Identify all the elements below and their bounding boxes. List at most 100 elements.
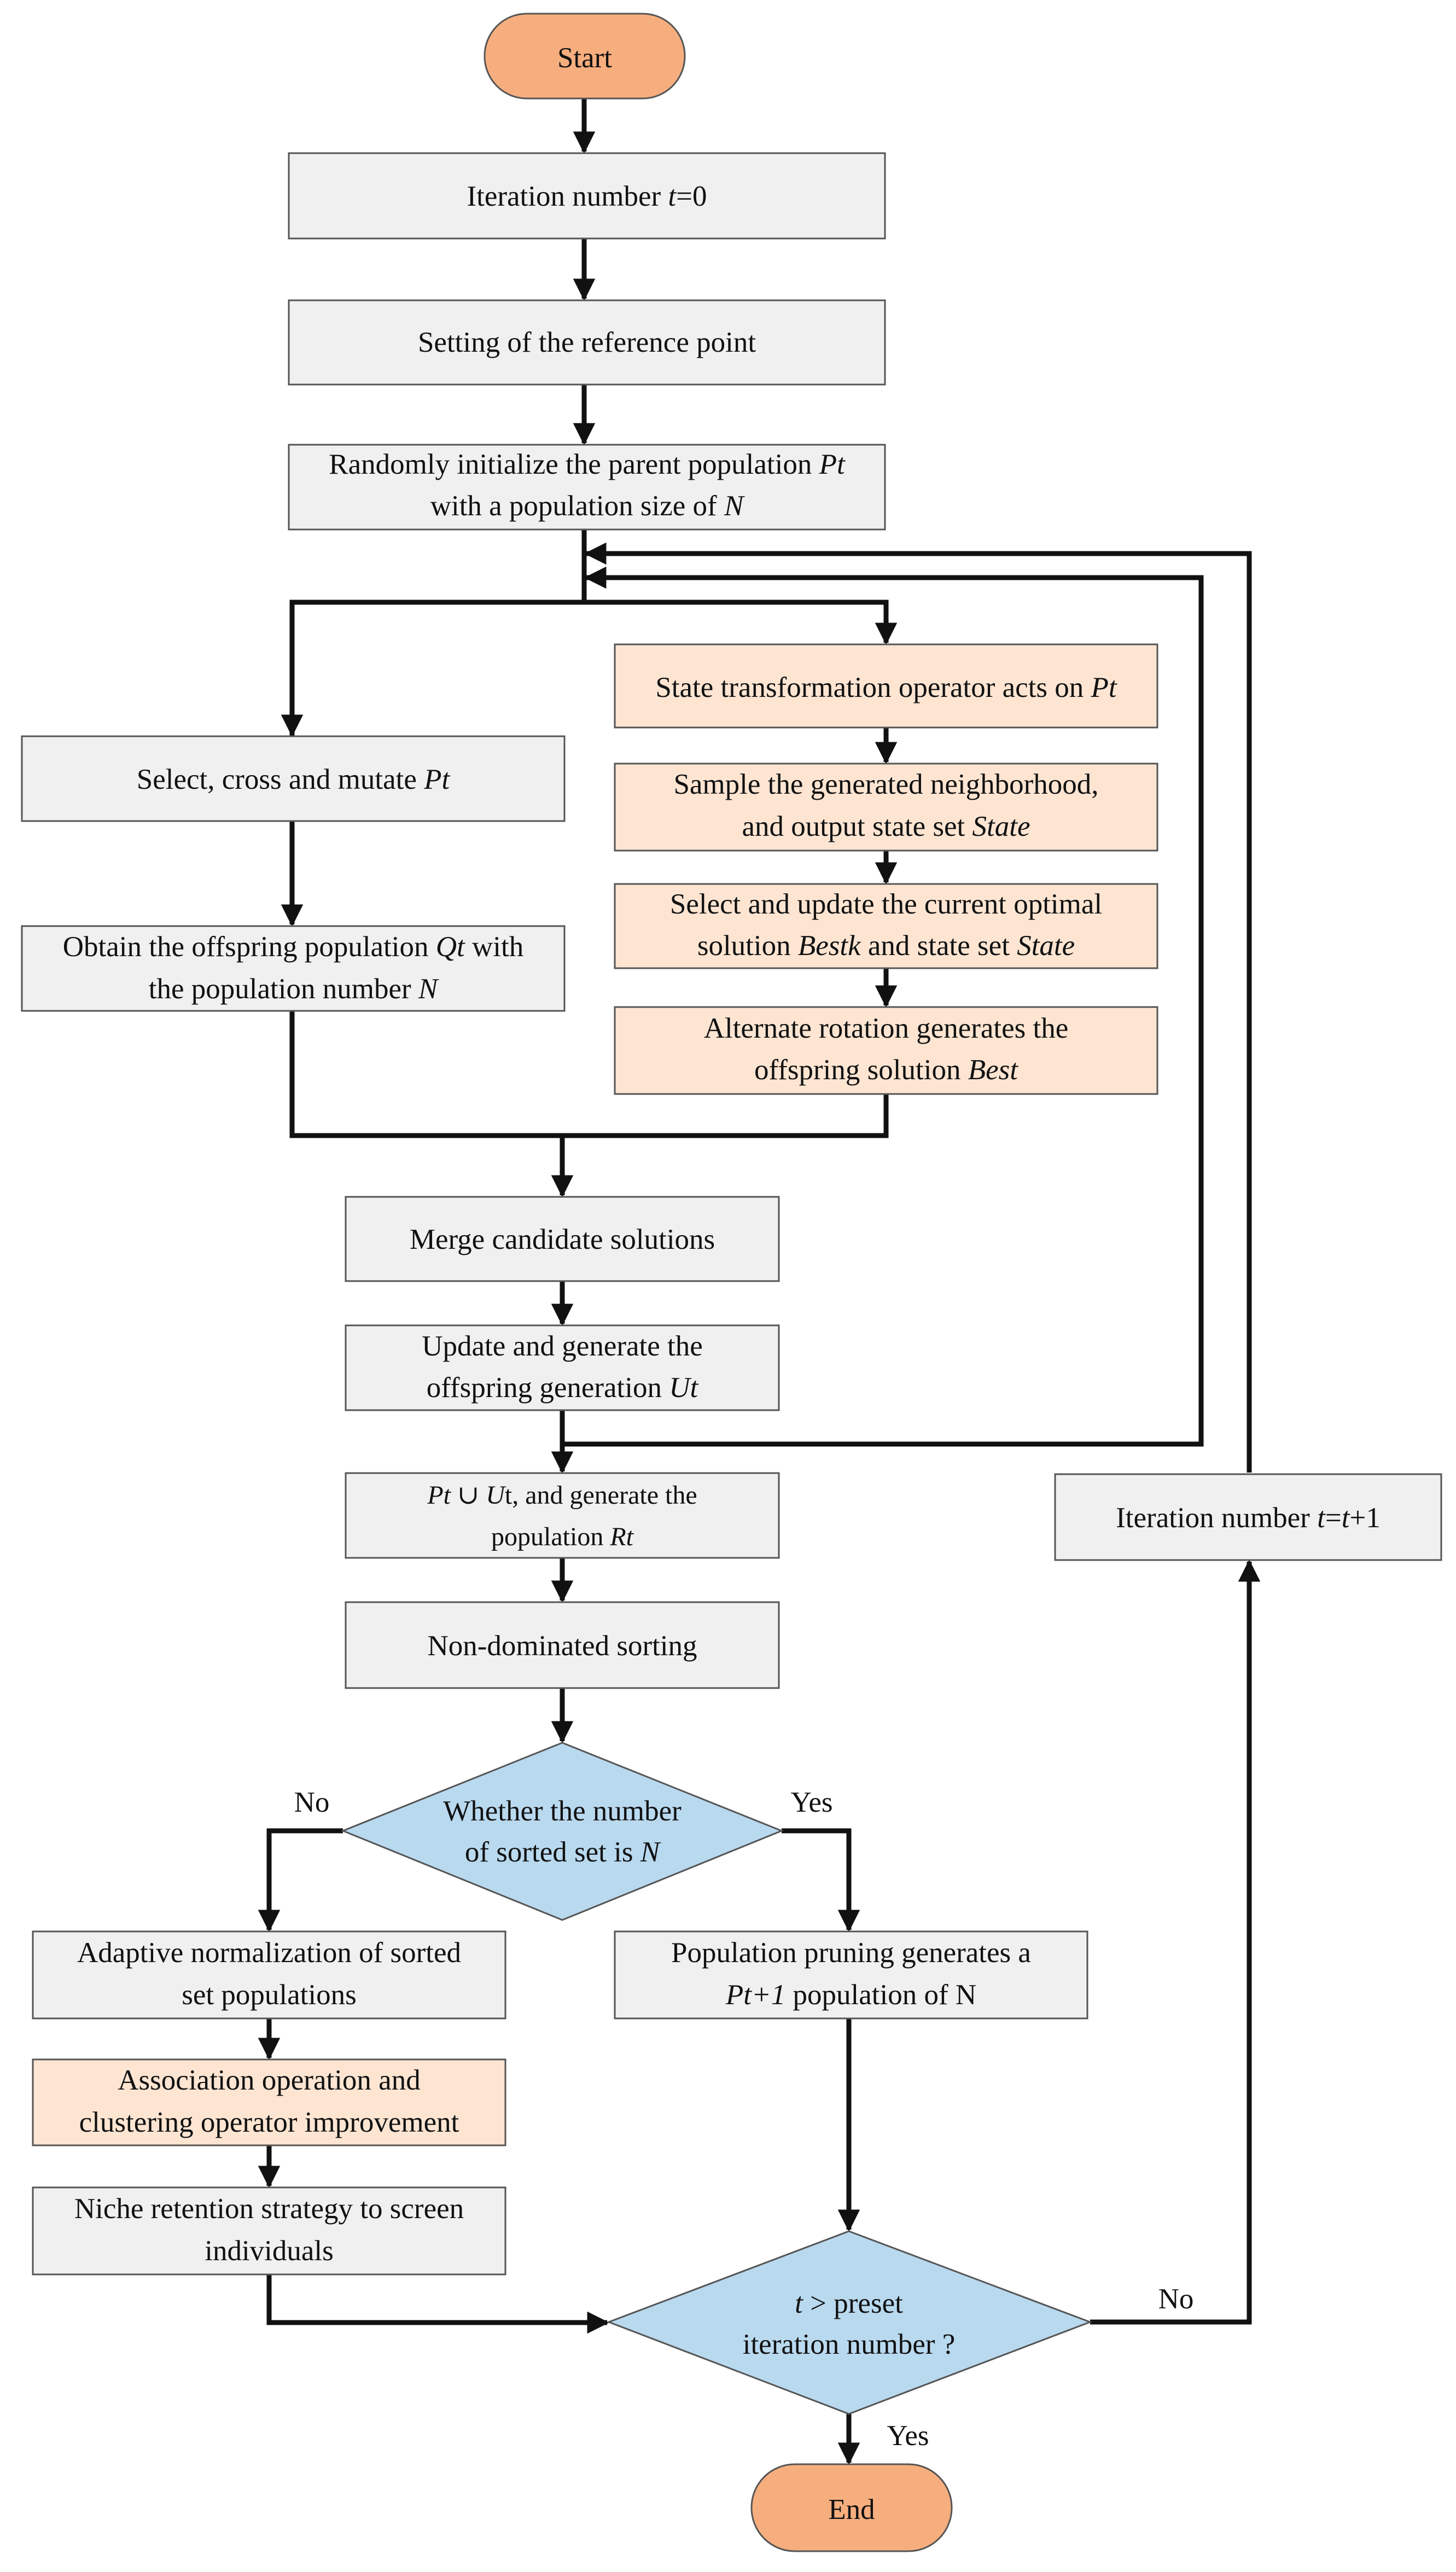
arrow-d1-yes <box>782 1828 860 1933</box>
non-dominated-sorting-box: Non-dominated sorting <box>345 1601 780 1689</box>
decision2-l1-post: > preset <box>803 2288 903 2319</box>
arrow-d1-no <box>258 1828 343 1933</box>
union-l1-var1: Pt <box>427 1481 451 1510</box>
obtain-l1-post: with <box>465 931 523 963</box>
end-node: End <box>750 2463 953 2552</box>
iteration-init-box: Iteration number t=0 <box>288 152 886 240</box>
iter0-pre: Iteration number <box>467 181 668 212</box>
alternate-l2-pre: offspring solution <box>754 1054 968 1086</box>
union-l1-op: ∪ <box>451 1481 486 1510</box>
init-l2-pre: with a population size of <box>430 490 724 522</box>
union-l1-var2: U <box>486 1481 506 1510</box>
line-merge-join <box>289 1011 889 1138</box>
connectors <box>258 98 1261 2465</box>
obtain-l2-var: N <box>418 973 439 1005</box>
iterinc-mid: = <box>1325 1502 1342 1534</box>
decision-sorted-set: Whether the number of sorted set is N <box>340 1742 784 1921</box>
arrow-niche-d2 <box>266 2274 610 2334</box>
population-pruning-box: Population pruning generates a Pt+1 popu… <box>614 1930 1088 2020</box>
decision1-yes-label: Yes <box>790 1787 832 1818</box>
iter0-post: =0 <box>676 181 707 212</box>
nondom-label: Non-dominated sorting <box>427 1630 697 1662</box>
decision1-l1: Whether the number <box>443 1795 682 1827</box>
svg-text:offspring generation Ut: offspring generation Ut <box>427 1372 699 1404</box>
union-l1-post: t, and generate the <box>505 1481 697 1510</box>
svg-text:the population number N: the population number N <box>149 973 439 1005</box>
iter0-var: t <box>668 181 677 212</box>
svg-text:Randomly initialize the parent: Randomly initialize the parent populatio… <box>329 449 846 480</box>
stateop-var: Pt <box>1091 672 1117 703</box>
reference-point-box: Setting of the reference point <box>288 299 886 386</box>
obtain-offspring-box: Obtain the offspring population Qt with … <box>21 925 566 1012</box>
iterinc-pre: Iteration number <box>1116 1502 1317 1534</box>
adaptive-l1: Adaptive normalization of sorted <box>77 1937 461 1969</box>
merge-candidates-box: Merge candidate solutions <box>345 1196 780 1282</box>
decision1-l2-pre: of sorted set is <box>465 1836 640 1868</box>
pruning-l2-post: population of N <box>785 1979 976 2011</box>
svg-text:Select, cross and mutate Pt: Select, cross and mutate Pt <box>137 764 451 795</box>
decision2-yes-label: Yes <box>887 2420 929 2452</box>
obtain-l2-pre: the population number <box>149 973 418 1005</box>
union-population-box: Pt ∪ Ut, and generate the population Rt <box>345 1472 780 1559</box>
update-l1: Update and generate the <box>422 1330 703 1362</box>
svg-text:Pt ∪ Ut, and generate the: Pt ∪ Ut, and generate the <box>427 1481 697 1510</box>
reference-point-label: Setting of the reference point <box>418 327 756 358</box>
selupd-l2-var1: Bestk <box>798 930 861 962</box>
decision1-no-label: No <box>294 1787 330 1818</box>
arrow-loop-inner <box>562 566 1204 1447</box>
niche-retention-box: Niche retention strategy to screen indiv… <box>32 2186 506 2276</box>
stateop-pre: State transformation operator acts on <box>655 672 1091 703</box>
alternate-l2-var: Best <box>968 1054 1019 1086</box>
pruning-l1: Population pruning generates a <box>671 1937 1031 1969</box>
sample-l2-var: State <box>972 811 1030 842</box>
sample-l1: Sample the generated neighborhood, <box>673 769 1098 800</box>
svg-text:and output state set State: and output state set State <box>742 811 1030 842</box>
sample-l2-pre: and output state set <box>742 811 972 842</box>
association-operation-box: Association operation and clustering ope… <box>32 2058 506 2146</box>
svg-text:offspring solution Best: offspring solution Best <box>754 1054 1018 1086</box>
arrow-d2-no <box>1090 1559 1261 2325</box>
svg-text:t > preset: t > preset <box>795 2288 903 2319</box>
svg-text:solution Bestk and state set S: solution Bestk and state set State <box>697 930 1075 962</box>
adaptive-normalization-box: Adaptive normalization of sorted set pop… <box>32 1930 506 2020</box>
decision2-l2: iteration number ? <box>743 2329 956 2360</box>
decision-iteration-limit: t > preset iteration number ? <box>606 2230 1093 2415</box>
association-l2: clustering operator improvement <box>79 2107 459 2138</box>
decision2-no-label: No <box>1158 2283 1194 2315</box>
alternate-l1: Alternate rotation generates the <box>704 1012 1069 1044</box>
svg-text:Iteration number t=t+1: Iteration number t=t+1 <box>1116 1502 1381 1534</box>
iterinc-var1: t <box>1317 1502 1326 1534</box>
merge-label: Merge candidate solutions <box>410 1224 715 1255</box>
init-l2-var: N <box>724 490 745 522</box>
arrow-split-left <box>281 600 584 737</box>
init-l1-var: Pt <box>819 449 846 480</box>
svg-text:Pt+1 population of N: Pt+1 population of N <box>725 1979 976 2011</box>
svg-text:with a population size of N: with a population size of N <box>430 490 745 522</box>
update-l2-pre: offspring generation <box>427 1372 669 1404</box>
union-l2-var: Rt <box>609 1522 634 1551</box>
svg-text:population Rt: population Rt <box>491 1522 634 1551</box>
obtain-l1-pre: Obtain the offspring population <box>63 931 436 963</box>
sample-neighborhood-box: Sample the generated neighborhood, and o… <box>614 763 1158 852</box>
end-label: End <box>828 2494 875 2526</box>
niche-l1: Niche retention strategy to screen <box>74 2193 464 2225</box>
select-update-box: Select and update the current optimal so… <box>614 883 1158 969</box>
iterinc-var2: t <box>1342 1502 1350 1534</box>
initialize-population-box: Randomly initialize the parent populatio… <box>288 444 886 531</box>
iteration-increment-box: Iteration number t=t+1 <box>1054 1473 1442 1561</box>
init-l1-pre: Randomly initialize the parent populatio… <box>329 449 819 480</box>
start-node: Start <box>484 13 686 100</box>
selcross-pre: Select, cross and mutate <box>137 764 424 795</box>
union-l2-pre: population <box>491 1522 610 1551</box>
niche-l2: individuals <box>205 2235 334 2267</box>
alternate-rotation-box: Alternate rotation generates the offspri… <box>614 1006 1158 1095</box>
association-l1: Association operation and <box>118 2064 420 2096</box>
svg-text:Obtain the offspring populatio: Obtain the offspring population Qt with <box>63 931 524 963</box>
selcross-var: Pt <box>423 764 450 795</box>
update-offspring-box: Update and generate the offspring genera… <box>345 1324 780 1411</box>
adaptive-l2: set populations <box>182 1979 356 2011</box>
state-transformation-box: State transformation operator acts on Pt <box>614 643 1158 729</box>
pruning-l2-var: Pt+1 <box>725 1979 785 2011</box>
selupd-l2-mid: and state set <box>861 930 1017 962</box>
